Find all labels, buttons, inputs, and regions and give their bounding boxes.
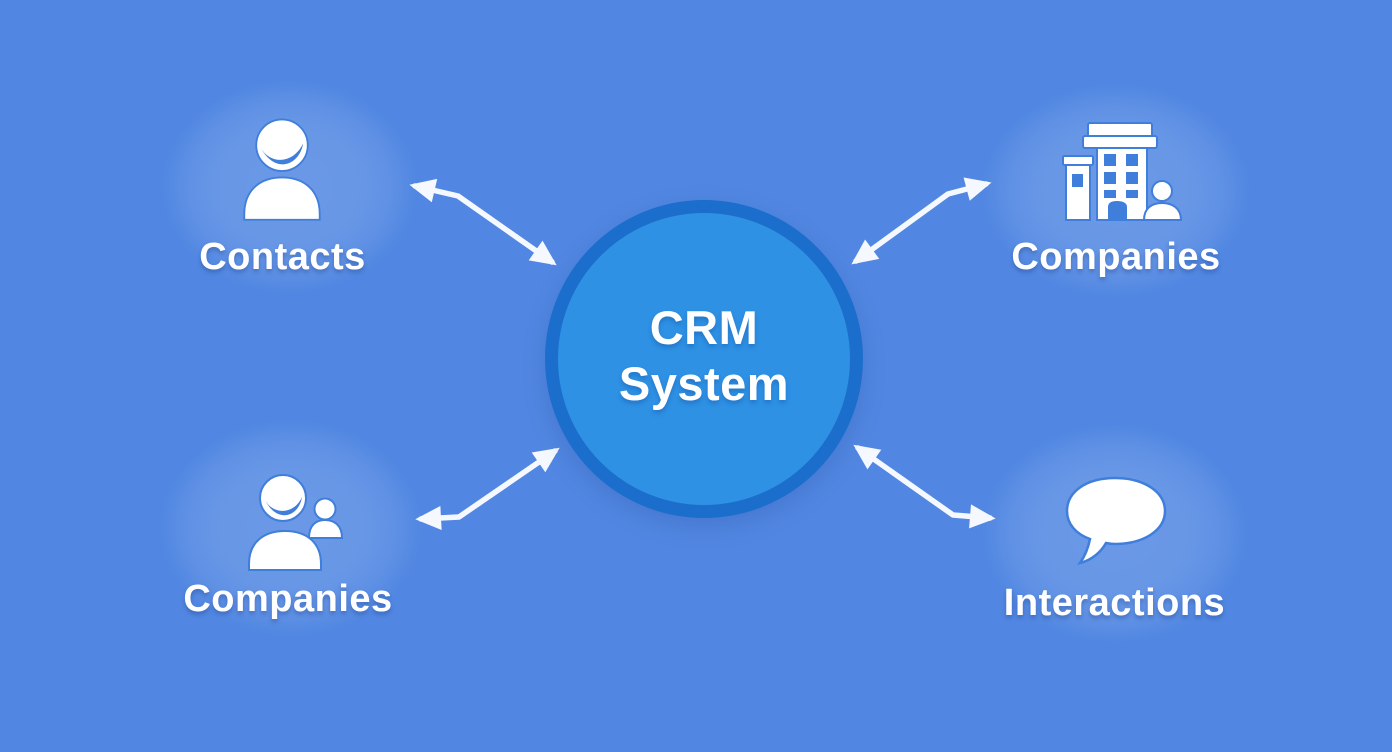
node-companies-top: Companies <box>982 84 1250 306</box>
arrow-contacts-crm <box>409 178 557 266</box>
companies-bottom-label: Companies <box>183 578 393 620</box>
people-icon <box>248 474 344 571</box>
crm-system-title-line1: CRM <box>649 300 759 354</box>
interactions-label: Interactions <box>1003 582 1226 624</box>
person-icon <box>243 118 321 221</box>
speech-bubble-icon <box>1065 476 1167 566</box>
crm-system-title-line2: System <box>618 357 790 410</box>
arrow-companies-bottom-crm <box>415 447 560 530</box>
node-companies-bottom: Companies <box>160 420 422 645</box>
node-interactions: Interactions <box>982 424 1247 652</box>
node-contacts: Contacts <box>162 80 417 302</box>
arrow-interactions-crm <box>853 444 996 529</box>
companies-top-label: Companies <box>1011 236 1221 278</box>
crm-system-node: CRM System <box>545 200 863 518</box>
arrow-companies-top-crm <box>851 177 992 265</box>
contacts-label: Contacts <box>199 236 366 278</box>
building-icon <box>1062 122 1183 221</box>
